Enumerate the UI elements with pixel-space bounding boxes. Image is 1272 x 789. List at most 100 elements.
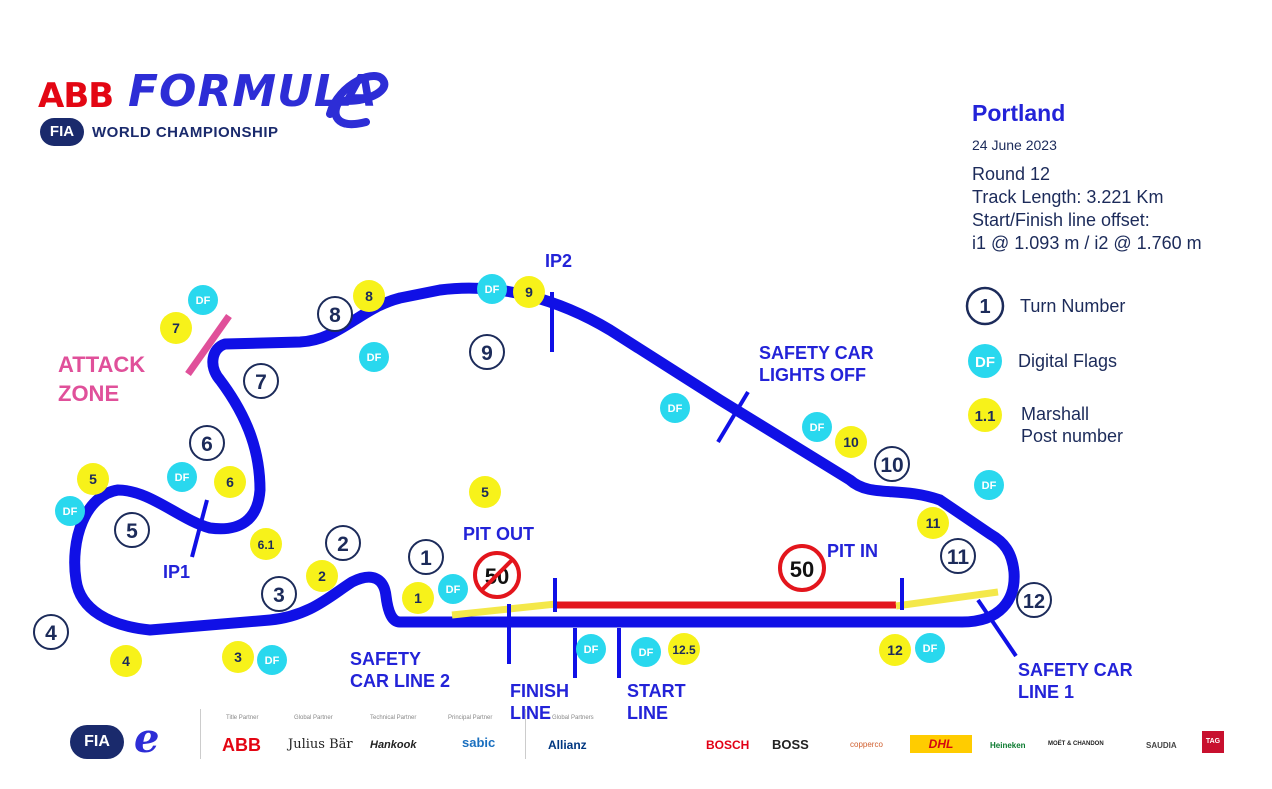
- marshal-post: 3: [222, 641, 254, 673]
- sponsor-dhl: DHL: [910, 735, 972, 753]
- pit-in-label: PIT IN: [827, 541, 879, 561]
- svg-text:9: 9: [481, 342, 493, 365]
- svg-text:DF: DF: [668, 403, 683, 415]
- svg-text:6: 6: [226, 474, 234, 490]
- marshal-post: 12.5: [668, 633, 700, 665]
- ip2-label: IP2: [545, 251, 573, 271]
- svg-text:DF: DF: [367, 352, 382, 364]
- sponsor-julius-baer: Julius Bär: [288, 737, 353, 752]
- attack-zone-line: [185, 313, 232, 377]
- sponsor-divider: [200, 709, 201, 759]
- svg-text:1: 1: [414, 590, 422, 606]
- sponsor-divider: [525, 709, 526, 759]
- svg-text:2: 2: [318, 568, 326, 584]
- championship-title: WORLD CHAMPIONSHIP: [92, 124, 279, 141]
- turn-marker: 2: [325, 525, 361, 561]
- legend-turn-symbol: 1: [979, 296, 990, 318]
- svg-text:DF: DF: [982, 480, 997, 492]
- marshal-post: 6: [214, 466, 246, 498]
- svg-text:7: 7: [255, 371, 267, 394]
- svg-text:DF: DF: [446, 584, 461, 596]
- svg-text:DF: DF: [196, 295, 211, 307]
- marshal-post: 9: [513, 276, 545, 308]
- svg-text:DF: DF: [923, 643, 938, 655]
- svg-text:10: 10: [843, 434, 859, 450]
- digital-flag-marker: DF: [477, 274, 507, 304]
- svg-text:5: 5: [126, 520, 138, 543]
- marshal-post: 10: [835, 426, 867, 458]
- svg-text:7: 7: [172, 320, 180, 336]
- svg-text:12.5: 12.5: [672, 643, 696, 657]
- svg-text:5: 5: [481, 484, 489, 500]
- digital-flag-marker: DF: [188, 285, 218, 315]
- fia-footer-logo: FIA: [70, 725, 124, 759]
- pit-in-yellow: [895, 588, 999, 610]
- legend-marshal-label: Marshall Post number: [1021, 404, 1124, 446]
- ip1-label: IP1: [163, 562, 191, 582]
- pit-in-speed-sign: 50: [778, 544, 826, 592]
- legend-turn-label: Turn Number: [1020, 296, 1126, 316]
- fia-logo: FIA: [40, 118, 84, 146]
- sponsor-moet: MOËT & CHANDON: [1048, 741, 1104, 747]
- sponsor-saudia: SAUDIA: [1146, 741, 1177, 750]
- marshal-post: 5: [469, 476, 501, 508]
- track-outline: [69, 282, 1020, 636]
- formula-e-logo-icon: [326, 72, 389, 129]
- marshal-post: 2: [306, 560, 338, 592]
- digital-flag-marker: DF: [974, 470, 1004, 500]
- turn-marker: 4: [33, 614, 69, 650]
- turn-marker: 12: [1016, 582, 1052, 618]
- sponsor-bosch: BOSCH: [706, 738, 750, 752]
- event-city: Portland: [972, 100, 1066, 126]
- svg-text:12: 12: [1023, 591, 1045, 613]
- svg-text:10: 10: [880, 454, 903, 477]
- turn-marker: 10: [874, 446, 910, 482]
- sponsor-tag: TAG: [1202, 731, 1224, 753]
- marshal-post: 11: [917, 507, 949, 539]
- partner-title: Global Partner: [294, 715, 333, 721]
- marshal-post: 6.1: [250, 528, 282, 560]
- partner-title: Technical Partner: [370, 715, 417, 721]
- track-length: Track Length: 3.221 Km: [972, 187, 1164, 207]
- digital-flag-marker: DF: [257, 645, 287, 675]
- abb-logo-text: ABB: [38, 76, 114, 116]
- svg-text:3: 3: [273, 584, 285, 607]
- digital-flag-marker: DF: [359, 342, 389, 372]
- safety-car-lights-off-label: SAFETY CAR LIGHTS OFF: [759, 343, 874, 385]
- svg-text:12: 12: [887, 642, 903, 658]
- event-date: 24 June 2023: [972, 137, 1057, 153]
- formula-e-footer-logo: e: [134, 715, 160, 762]
- sponsor-abb: ABB: [222, 735, 261, 755]
- digital-flag-marker: DF: [802, 412, 832, 442]
- digital-flag-marker: DF: [438, 574, 468, 604]
- digital-flag-marker: DF: [167, 462, 197, 492]
- svg-text:5: 5: [89, 471, 97, 487]
- svg-text:3: 3: [234, 649, 242, 665]
- turn-marker: 11: [940, 538, 976, 574]
- svg-text:DF: DF: [485, 284, 500, 296]
- partner-title: Global Partners: [552, 715, 594, 721]
- sponsor-bar: FIA e Title Partner Global Partner Techn…: [0, 705, 1272, 775]
- partner-title: Title Partner: [226, 715, 259, 721]
- svg-text:8: 8: [329, 304, 341, 327]
- pit-in-speed-value: 50: [790, 557, 814, 582]
- event-round: Round 12: [972, 164, 1051, 184]
- legend-symbols: 1 DF 1.1: [965, 286, 1005, 432]
- safety-car-line-2-label: SAFETY CAR LINE 2: [350, 649, 451, 691]
- marshal-post: 8: [353, 280, 385, 312]
- svg-text:8: 8: [365, 288, 373, 304]
- svg-text:DF: DF: [810, 422, 825, 434]
- legend-digital-flag-marker: [968, 344, 1002, 378]
- turn-marker: 6: [189, 425, 225, 461]
- marshal-post: 4: [110, 645, 142, 677]
- svg-text:DF: DF: [63, 506, 78, 518]
- legend-turn-marker: [965, 286, 1005, 326]
- turn-marker: 9: [469, 334, 505, 370]
- pit-out-label: PIT OUT: [463, 524, 534, 544]
- svg-text:1: 1: [420, 547, 432, 570]
- svg-text:DF: DF: [584, 644, 599, 656]
- sponsor-copperco: copperco: [850, 740, 883, 749]
- turn-marker: 7: [243, 363, 279, 399]
- safety-car-line-1: [976, 598, 1018, 658]
- ip1-line: [190, 499, 209, 558]
